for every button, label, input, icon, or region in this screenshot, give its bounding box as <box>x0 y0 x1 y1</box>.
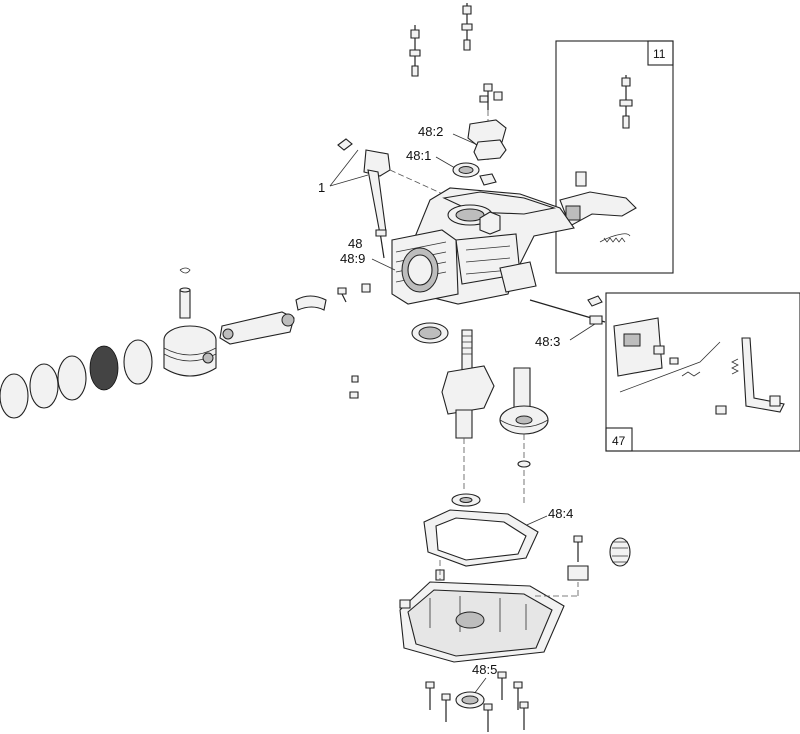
top-stud-right[interactable] <box>461 3 473 51</box>
piston-rings[interactable] <box>0 339 153 419</box>
sump-bolts[interactable] <box>425 671 529 732</box>
rod-cap-bolts[interactable] <box>295 283 371 311</box>
governor-shaft-48-3[interactable] <box>529 295 606 325</box>
oil-seal-48-5[interactable] <box>455 691 485 709</box>
crankshaft[interactable] <box>441 329 495 490</box>
crank-washer[interactable] <box>451 493 481 507</box>
small-parts-left[interactable] <box>349 375 359 399</box>
inset-11-label: 11 <box>653 47 666 61</box>
oil-fill-parts[interactable] <box>535 535 589 597</box>
callout-1: 1 <box>318 180 325 195</box>
inset-47-controls: 47 <box>605 292 800 452</box>
seal-48-1[interactable] <box>452 162 497 186</box>
governor-gear[interactable] <box>609 537 631 567</box>
camshaft-gear[interactable] <box>499 367 549 505</box>
piston[interactable] <box>163 325 217 377</box>
connecting-rod[interactable] <box>219 311 295 345</box>
cylinder-head[interactable] <box>391 229 459 305</box>
callout-48-5: 48:5 <box>472 662 497 677</box>
callout-48-2: 48:2 <box>418 124 443 139</box>
callout-48-4: 48:4 <box>548 506 573 521</box>
inset-11-governor: 11 <box>519 40 674 274</box>
inset-47-label: 47 <box>612 434 626 448</box>
callout-48-3: 48:3 <box>535 334 560 349</box>
main-bearing[interactable] <box>411 322 449 344</box>
crankcase-sump[interactable] <box>399 560 565 663</box>
dipstick-tube[interactable] <box>337 138 446 259</box>
callout-48: 48 <box>348 236 362 251</box>
circlip[interactable] <box>179 267 191 274</box>
callout-48-1: 48:1 <box>406 148 431 163</box>
cam-washer[interactable] <box>517 460 531 468</box>
crankcase-gasket-48-4[interactable] <box>423 509 539 567</box>
piston-pin[interactable] <box>179 287 191 319</box>
callout-48-9: 48:9 <box>340 251 365 266</box>
gasket-plate-48-2[interactable] <box>467 119 507 161</box>
top-stud-left[interactable] <box>409 25 421 77</box>
